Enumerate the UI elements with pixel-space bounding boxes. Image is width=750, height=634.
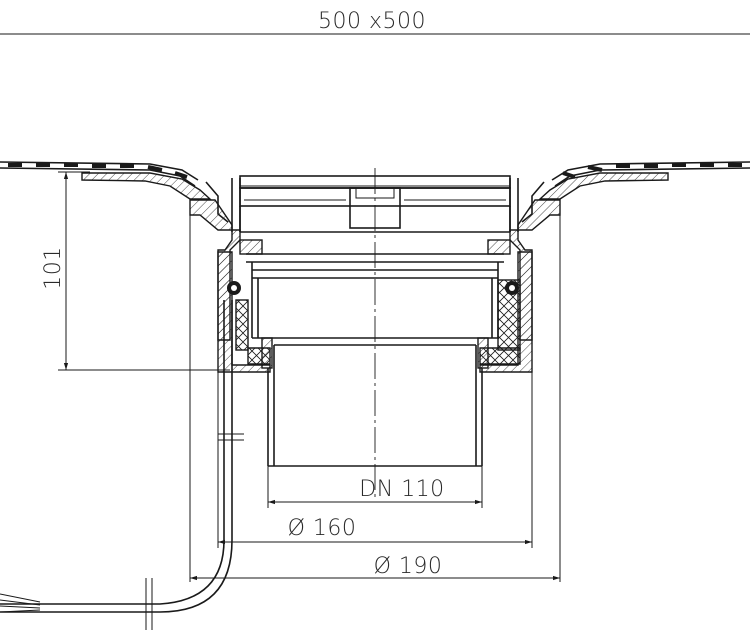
height-dimension: 101 <box>41 171 230 371</box>
o-ring-seal-right <box>505 281 519 295</box>
d160-dimension-label: Ø 160 <box>288 516 357 541</box>
dn-dimension-label: DN 110 <box>359 477 444 502</box>
d190-dimension: Ø 190 <box>190 554 560 581</box>
heating-cable <box>0 300 244 630</box>
d190-dimension-label: Ø 190 <box>374 554 443 579</box>
insulation-left <box>235 299 249 351</box>
o-ring-seal-left <box>227 281 241 295</box>
roof-membrane-left <box>0 161 212 200</box>
dn-dimension: DN 110 <box>268 477 482 505</box>
top-dimension-label: 500 x500 <box>318 9 426 34</box>
height-dimension-label: 101 <box>41 246 66 290</box>
drain-body-left <box>189 178 271 373</box>
top-dimension: 500 x500 <box>0 9 750 35</box>
roof-membrane-right <box>538 161 750 200</box>
d160-dimension: Ø 160 <box>218 516 532 545</box>
